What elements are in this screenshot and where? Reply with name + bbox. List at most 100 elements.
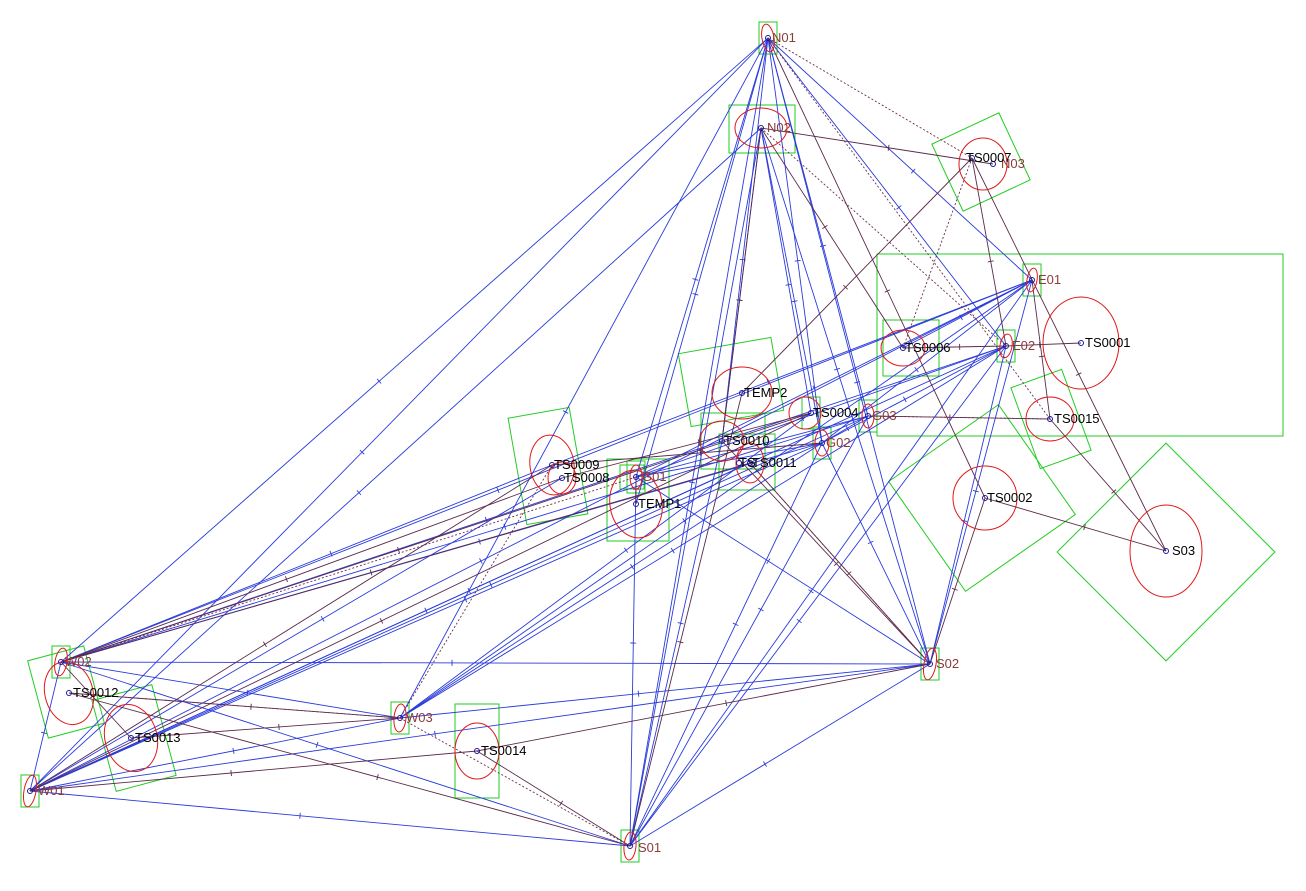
station-marker[interactable] bbox=[633, 501, 639, 507]
station-marker[interactable] bbox=[736, 460, 742, 466]
observation-line bbox=[29, 279, 1033, 792]
station-label: S02 bbox=[936, 656, 959, 671]
observation-line bbox=[551, 442, 823, 466]
error-ellipse bbox=[609, 469, 663, 539]
station-marker[interactable] bbox=[982, 495, 988, 501]
observation-line-tick bbox=[40, 731, 47, 735]
error-ellipse bbox=[1025, 396, 1075, 442]
error-ellipse bbox=[922, 647, 938, 681]
observation-line-tick bbox=[766, 378, 770, 385]
secondary-observations bbox=[29, 37, 1167, 847]
station-label: TS0002 bbox=[987, 490, 1033, 505]
station-marker[interactable] bbox=[900, 345, 906, 351]
observation-line bbox=[1049, 418, 1167, 552]
station-marker[interactable] bbox=[397, 715, 403, 721]
observation-line bbox=[29, 37, 769, 792]
observation-line bbox=[760, 127, 1007, 347]
station-marker[interactable] bbox=[559, 475, 565, 481]
observation-line-tick bbox=[762, 440, 765, 447]
error-ellipse bbox=[454, 722, 500, 780]
station-marker[interactable] bbox=[758, 125, 764, 131]
observation-line-tick bbox=[230, 769, 232, 777]
observation-line bbox=[60, 661, 631, 847]
observation-line-tick bbox=[356, 490, 362, 496]
observation-line bbox=[60, 661, 132, 739]
station-marker[interactable] bbox=[474, 748, 480, 754]
observation-line-tick bbox=[987, 260, 994, 263]
station-marker[interactable] bbox=[808, 410, 814, 416]
confidence-box bbox=[390, 701, 410, 735]
station-marker[interactable] bbox=[128, 735, 134, 741]
observation-line bbox=[60, 661, 401, 719]
station-marker[interactable] bbox=[1003, 343, 1009, 349]
observation-line bbox=[29, 750, 478, 792]
station-marker[interactable] bbox=[27, 788, 33, 794]
observation-line bbox=[760, 127, 994, 165]
observation-line-tick bbox=[763, 761, 767, 767]
observation-line-tick bbox=[766, 558, 771, 564]
station-marker[interactable] bbox=[66, 690, 72, 696]
station-label: TS0007 bbox=[966, 150, 1012, 165]
observation-line-tick bbox=[910, 168, 916, 174]
station-label: W02 bbox=[65, 654, 92, 669]
error-ellipse bbox=[814, 429, 830, 457]
observation-line-tick bbox=[822, 224, 828, 230]
station-marker[interactable] bbox=[1163, 548, 1169, 554]
observation-line bbox=[60, 477, 563, 663]
station-label: TS0010 bbox=[724, 433, 770, 448]
observation-line-tick bbox=[315, 741, 319, 748]
station-marker[interactable] bbox=[549, 462, 555, 468]
station-marker[interactable] bbox=[58, 659, 64, 665]
observation-line bbox=[629, 345, 1007, 847]
observation-line-tick bbox=[284, 576, 288, 583]
station-marker[interactable] bbox=[1047, 416, 1053, 422]
observation-line-tick bbox=[232, 747, 235, 754]
station-marker[interactable] bbox=[765, 35, 771, 41]
station-marker[interactable] bbox=[969, 155, 975, 161]
observation-line-tick bbox=[819, 244, 827, 248]
error-ellipse bbox=[761, 23, 775, 53]
observation-line-tick bbox=[1075, 372, 1082, 376]
station-marker[interactable] bbox=[1078, 340, 1084, 346]
observation-line-tick bbox=[376, 378, 382, 384]
station-marker[interactable] bbox=[627, 843, 633, 849]
observation-line bbox=[399, 345, 1007, 719]
station-label: TS0013 bbox=[135, 730, 181, 745]
error-ellipse bbox=[1042, 296, 1120, 390]
observation-line bbox=[29, 464, 553, 792]
observation-line-tick bbox=[903, 396, 907, 403]
error-ellipse bbox=[43, 660, 95, 726]
observation-line-tick bbox=[867, 540, 874, 545]
observation-line bbox=[60, 462, 751, 663]
observation-line bbox=[60, 476, 637, 663]
station-label: G02 bbox=[826, 435, 851, 450]
confidence-box bbox=[1022, 263, 1042, 297]
observation-line bbox=[821, 279, 1033, 444]
observation-line bbox=[767, 37, 823, 444]
station-marker[interactable] bbox=[633, 474, 639, 480]
station-marker[interactable] bbox=[1029, 277, 1035, 283]
observation-line-tick bbox=[299, 812, 301, 819]
observation-line bbox=[635, 37, 769, 505]
observation-line-tick bbox=[833, 561, 839, 567]
observation-line bbox=[721, 440, 931, 665]
observation-line bbox=[767, 37, 1007, 347]
station-marker[interactable] bbox=[990, 161, 996, 167]
observation-line bbox=[629, 442, 823, 847]
station-marker[interactable] bbox=[747, 460, 753, 466]
observation-line-tick bbox=[677, 640, 684, 644]
observation-line bbox=[721, 37, 769, 442]
station-label: TS0006 bbox=[905, 340, 951, 355]
station-marker[interactable] bbox=[865, 413, 871, 419]
station-marker[interactable] bbox=[739, 390, 745, 396]
observation-line-tick bbox=[503, 523, 507, 530]
observation-line-tick bbox=[845, 425, 850, 431]
station-marker[interactable] bbox=[819, 440, 825, 446]
observation-line bbox=[130, 717, 401, 739]
station-marker[interactable] bbox=[719, 438, 725, 444]
station-label: TS0004 bbox=[813, 405, 859, 420]
station-marker[interactable] bbox=[927, 661, 933, 667]
observation-line bbox=[476, 663, 931, 752]
observation-line-tick bbox=[320, 616, 325, 622]
error-ellipse bbox=[699, 420, 745, 462]
